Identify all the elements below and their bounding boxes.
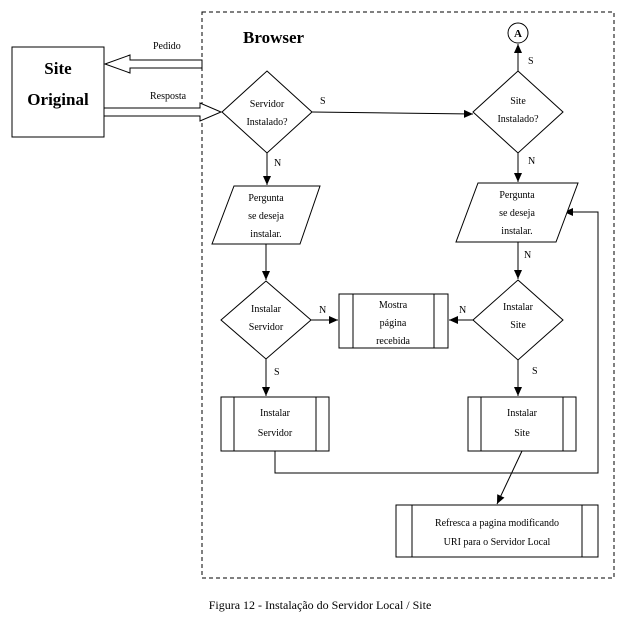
instalar-servidor-decision: Instalar Servidor xyxy=(220,280,312,360)
browser-label: Browser xyxy=(243,28,305,47)
mostra-pagina-line2: página xyxy=(380,318,407,329)
site-original-box: Site Original xyxy=(11,46,105,138)
instalar-servidor-proc-line2: Servidor xyxy=(258,428,293,439)
label-n-4: N xyxy=(524,250,531,261)
label-n-3: N xyxy=(528,156,535,167)
mostra-pagina-line1: Mostra xyxy=(379,300,408,311)
refresca-line2: URI para o Servidor Local xyxy=(444,537,551,548)
pergunta-servidor-line2: se deseja xyxy=(248,211,284,222)
instalar-servidor-process: Instalar Servidor xyxy=(220,396,330,452)
site-original-line1: Site xyxy=(44,59,72,78)
mostra-pagina-process: Mostra página recebida xyxy=(338,293,449,349)
pergunta-site-line1: Pergunta xyxy=(499,190,535,201)
site-original-line2: Original xyxy=(27,90,89,109)
edge-servidor-to-site xyxy=(311,109,474,118)
pedido-label: Pedido xyxy=(153,41,181,52)
mostra-pagina-line3: recebida xyxy=(376,336,410,347)
servidor-instalado-line2: Instalado? xyxy=(246,117,288,128)
instalar-servidor-proc-line1: Instalar xyxy=(260,408,291,419)
edge-loop-back xyxy=(274,208,599,474)
connector-a-label: A xyxy=(514,28,522,40)
pergunta-site-line3: instalar. xyxy=(501,226,532,237)
pergunta-servidor-input: Pergunta se deseja instalar. xyxy=(211,185,321,245)
instalar-site-proc-line2: Site xyxy=(514,428,530,439)
resposta-label: Resposta xyxy=(150,91,187,102)
servidor-instalado-line1: Servidor xyxy=(250,99,285,110)
instalar-site-q-line2: Site xyxy=(510,320,526,331)
figure-caption: Figura 12 - Instalação do Servidor Local… xyxy=(209,598,432,612)
instalar-site-process: Instalar Site xyxy=(467,396,577,452)
pergunta-site-input: Pergunta se deseja instalar. xyxy=(455,182,579,243)
servidor-instalado-decision: Servidor Instalado? xyxy=(221,70,313,154)
label-s-4: S xyxy=(532,366,538,377)
label-n-2: N xyxy=(319,305,326,316)
refresca-line1: Refresca a pagina modificando xyxy=(435,518,559,529)
label-n-5: N xyxy=(459,305,466,316)
resposta-arrow xyxy=(103,102,223,122)
instalar-servidor-q-line2: Servidor xyxy=(249,322,284,333)
label-s-2: S xyxy=(274,367,280,378)
site-instalado-line2: Instalado? xyxy=(497,114,539,125)
browser-boundary xyxy=(201,11,615,579)
edge-instalar-site-to-refresca xyxy=(496,450,523,505)
pergunta-site-line2: se deseja xyxy=(499,208,535,219)
label-s-1: S xyxy=(320,96,326,107)
instalar-site-proc-line1: Instalar xyxy=(507,408,538,419)
pedido-arrow xyxy=(103,54,203,74)
refresca-process: Refresca a pagina modificando URI para o… xyxy=(395,504,599,558)
label-n-1: N xyxy=(274,158,281,169)
instalar-site-q-line1: Instalar xyxy=(503,302,534,313)
instalar-servidor-q-line1: Instalar xyxy=(251,304,282,315)
connector-a: A xyxy=(507,22,529,44)
pergunta-servidor-line1: Pergunta xyxy=(248,193,284,204)
site-instalado-line1: Site xyxy=(510,96,526,107)
label-s-3: S xyxy=(528,56,534,67)
instalar-site-decision: Instalar Site xyxy=(472,279,564,361)
pergunta-servidor-line3: instalar. xyxy=(250,229,281,240)
site-instalado-decision: Site Instalado? xyxy=(472,70,564,154)
